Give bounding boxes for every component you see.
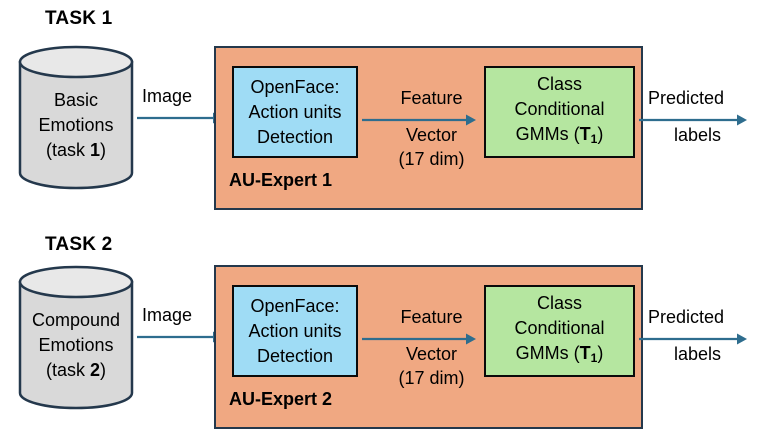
gmm-text-2: Class Conditional GMMs (T1) <box>514 293 605 365</box>
edge-label-predicted-1: Predicted <box>648 88 725 108</box>
gmm-text-1: Class Conditional GMMs (T1) <box>514 74 605 146</box>
dataset-cylinder-2: Compound Emotions (task 2) <box>18 265 134 410</box>
gmm-box-1: Class Conditional GMMs (T1) <box>484 66 635 158</box>
openface-box-2: OpenFace: Action units Detection <box>232 285 358 377</box>
task-title-1: TASK 1 <box>45 8 113 29</box>
au-expert-caption-2: AU-Expert 2 <box>229 389 333 409</box>
au-expert-caption-1: AU-Expert 1 <box>229 170 333 190</box>
openface-box-1: OpenFace: Action units Detection <box>232 66 358 158</box>
dataset-line-2: Emotions <box>38 335 114 355</box>
arrow-feature-2 <box>362 332 476 346</box>
dataset-line-3: (task 1) <box>45 140 107 160</box>
cylinder-shape-icon <box>18 45 134 190</box>
edge-label-image-2: Image <box>142 305 193 325</box>
arrow-feature-1 <box>362 113 476 127</box>
edge-label-feature-above-1: Feature <box>400 88 463 108</box>
arrow-image-2 <box>137 330 223 344</box>
dataset-line-1: Compound <box>31 310 121 330</box>
arrow-predicted-2 <box>639 332 747 346</box>
arrow-predicted-1 <box>639 113 747 127</box>
edge-label-feature-below1-2: Vector <box>405 344 458 364</box>
openface-text-1: OpenFace: Action units Detection <box>248 76 342 147</box>
dataset-cylinder-1: Basic Emotions (task 1) <box>18 45 134 190</box>
edge-label-feature-below2-1: (17 dim) <box>398 149 465 169</box>
edge-label-image-1: Image <box>142 86 193 106</box>
edge-label-labels-2: labels <box>673 344 722 364</box>
task-title-2: TASK 2 <box>45 234 113 255</box>
edge-label-predicted-2: Predicted <box>648 307 725 327</box>
dataset-line-3: (task 2) <box>45 360 107 380</box>
edge-label-feature-below1-1: Vector <box>405 125 458 145</box>
gmm-box-2: Class Conditional GMMs (T1) <box>484 285 635 377</box>
cylinder-shape-icon <box>18 265 134 410</box>
openface-text-2: OpenFace: Action units Detection <box>248 295 342 366</box>
dataset-line-1: Basic <box>53 90 98 110</box>
edge-label-labels-1: labels <box>673 125 722 145</box>
edge-label-feature-above-2: Feature <box>400 307 463 327</box>
arrow-image-1 <box>137 111 223 125</box>
edge-label-feature-below2-2: (17 dim) <box>398 368 465 388</box>
dataset-line-2: Emotions <box>38 115 114 135</box>
